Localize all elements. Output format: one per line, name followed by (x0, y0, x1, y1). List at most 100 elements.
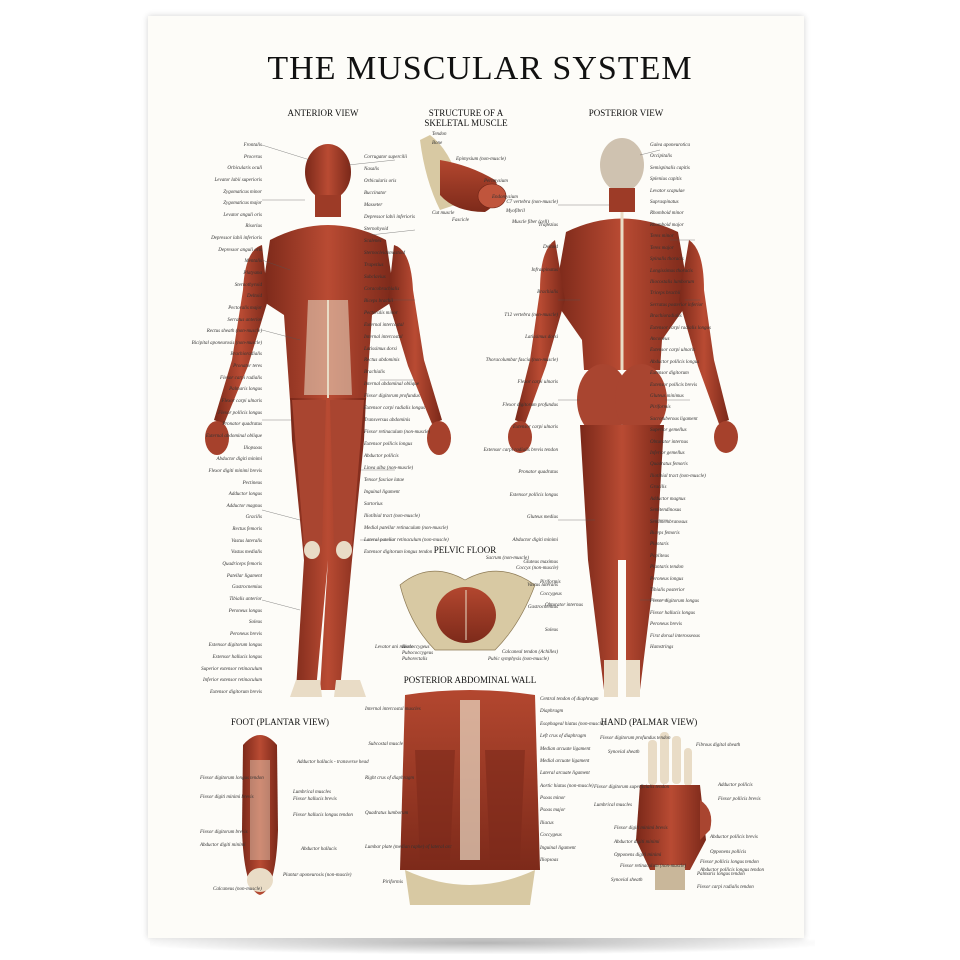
abdominal-right-label: Aortic hiatus (non-muscle) (540, 783, 594, 789)
poster-title: THE MUSCULAR SYSTEM (267, 50, 693, 87)
abdominal-right-label: Median arcuate ligament (540, 746, 591, 752)
structure-label: Fascicle (452, 218, 469, 223)
anterior-right-label: Sternohyoid (364, 226, 389, 232)
anterior-right-label: Masseter (364, 202, 383, 208)
anterior-right-label: Depressor labii inferioris (364, 214, 415, 220)
hand-label: Flexor retinaculum (non-muscle) (620, 864, 687, 869)
posterior-left-label: Gastrocnemius (527, 605, 558, 610)
skeletal-muscle-heading: STRUCTURE OF A SKELETAL MUSCLE (424, 108, 508, 128)
pelvic-label: Obturator internus (545, 603, 583, 608)
foot-label: Abductor hallucis (301, 847, 337, 852)
anterior-left-label: Iliopsoas (243, 445, 262, 451)
anterior-right-label: Corrugator supercilii (364, 155, 408, 160)
structure-label: Bone (432, 141, 443, 146)
abdominal-left-label: Subcostal muscle (368, 741, 403, 747)
hand-label: Flexor pollicis longus tendon (700, 860, 759, 865)
posterior-abdominal-wall-heading: POSTERIOR ABDOMINAL WALL (403, 675, 537, 685)
posterior-right-label: Inferior gemellus (650, 451, 685, 457)
hand-label: Palmaris longus tendon (697, 872, 745, 877)
posterior-right-label: Peroneus brevis (650, 622, 682, 628)
posterior-right-label: Triceps brachii (650, 291, 681, 297)
abdominal-right-label: Psoas minor (540, 796, 566, 802)
posterior-right-label: Extensor pollicis brevis (650, 382, 698, 388)
hand-label: Flexor carpi radialis tendon (697, 885, 754, 890)
posterior-right-label: Plantaris (650, 542, 669, 548)
anterior-right-label: Internal intercostal (364, 334, 403, 340)
anterior-left-label: Extensor hallucis longus (212, 655, 262, 661)
posterior-left-label: Thoracolumbar fascia (non-muscle) (485, 357, 558, 363)
posterior-right-label: Gluteus minimus (650, 394, 684, 399)
anterior-right-label: Brachialis (364, 370, 385, 376)
abdominal-left-label: Quadratus lumborum (365, 810, 409, 816)
pelvic-floor-heading: PELVIC FLOOR (433, 545, 497, 555)
posterior-right-label: Teres minor (650, 234, 674, 240)
abdominal-right-label: Left crus of diaphragm (540, 734, 586, 740)
anterior-left-label: Pronator quadratus (222, 422, 262, 428)
posterior-left-label: Infraspinatus (531, 267, 558, 273)
posterior-right-label: Rhomboid major (650, 222, 684, 228)
abdominal-right-label: Iliopsoas (540, 858, 559, 863)
anterior-left-label: Zygomaticus minor (223, 189, 262, 195)
posterior-left-label: Extensor carpi radialis brevis tendon (483, 447, 558, 453)
anterior-left-label: Vastus lateralis (231, 538, 262, 544)
anterior-left-label: Vastus medialis (231, 550, 262, 556)
pelvic-label: Sacrum (non-muscle) (486, 556, 529, 561)
posterior-right-label: Teres major (650, 245, 674, 251)
posterior-left-label: Gluteus medius (527, 515, 558, 520)
posterior-right-label: Flexor hallucis longus (650, 610, 695, 616)
abdominal-right-label: Iliacus (540, 820, 554, 826)
anterior-right-label: Flexor retinaculum (non-muscle) (364, 430, 431, 436)
structure-label: Perimysium (484, 179, 508, 184)
abdominal-left-label: Right crus of diaphragm (365, 776, 415, 782)
posterior-right-label: Superior gemellus (650, 428, 687, 434)
pelvic-label: Pubic symphysis (non-muscle) (488, 657, 549, 662)
anterior-right-label: Rectus abdominis (364, 358, 400, 364)
anterior-left-label: Deltoid (247, 294, 262, 300)
anterior-right-label: Orbicularis oris (364, 178, 397, 184)
anterior-left-label: Serratus anterior (227, 317, 262, 323)
anterior-left-label: Pectineus (242, 480, 262, 486)
abdominal-right-label: Esophageal hiatus (non-muscle) (540, 721, 605, 727)
posterior-right-label: Longissimus thoracis (650, 268, 693, 274)
anterior-right-label: Scalenes (364, 238, 382, 244)
foot-label: Flexor hallucis brevis (293, 797, 337, 802)
posterior-right-label: Levator scapulae (650, 188, 685, 194)
structure-label: Tendon (432, 132, 447, 137)
posterior-right-label: Peroneus longus (650, 576, 684, 582)
posterior-right-label: Popliteus (650, 553, 669, 559)
anterior-left-label: Gastrocnemius (231, 585, 262, 591)
anterior-left-label: Flexor carpi ulnaris (221, 399, 262, 405)
posterior-right-label: Tibialis posterior (650, 587, 685, 593)
abdominal-right-label: Diaphragm (540, 709, 564, 715)
anterior-right-label: Latissimus dorsi (364, 346, 397, 352)
anterior-left-label: Risorius (245, 224, 262, 230)
foot-plantar-heading: FOOT (PLANTAR VIEW) (231, 717, 329, 727)
structure-label: Myofibril (506, 209, 525, 214)
abdominal-right-label: Psoas major (540, 808, 566, 814)
anterior-right-label: Sartorius (364, 502, 383, 508)
leader-lines (261, 144, 700, 611)
anterior-left-label: Adductor longus (228, 492, 262, 498)
anterior-left-label: Abductor digiti minimi (216, 457, 262, 463)
abdominal-right-label: Lateral arcuate ligament (540, 771, 590, 777)
hand-label: Flexor digitorum superficialis tendon (594, 785, 670, 790)
abdominal-right-label: Medial arcuate ligament (540, 758, 590, 764)
posterior-right-label: Extensor carpi radialis longus (650, 325, 711, 331)
anterior-left-label: Orbicularis oculi (227, 166, 262, 172)
posterior-right-label: Flexor digitorum longus (650, 599, 699, 605)
anterior-right-label: Transversus abdominis (364, 418, 411, 424)
anterior-left-label: Peroneus longus (228, 608, 262, 614)
posterior-right-label: Plantaris tendon (650, 565, 684, 571)
anterior-right-label: Extensor digitorum longus tendon (364, 550, 433, 555)
anterior-right-label: Biceps brachii (364, 298, 394, 304)
posterior-right-label: Extensor carpi ulnaris (650, 348, 695, 354)
anterior-left-label: Pronator teres (233, 364, 262, 370)
pelvic-label: Coccygeus (540, 592, 562, 597)
hand-label: Abductor pollicis longus tendon (700, 868, 765, 873)
posterior-right-label: Serratus posterior inferior (650, 302, 704, 308)
hand-label: Abductor digiti minimi (614, 840, 660, 845)
anterior-left-label: Pectoralis major (228, 305, 262, 311)
anterior-left-label: External abdominal oblique (205, 433, 262, 439)
anterior-left-label: Superior extensor retinaculum (201, 666, 262, 672)
